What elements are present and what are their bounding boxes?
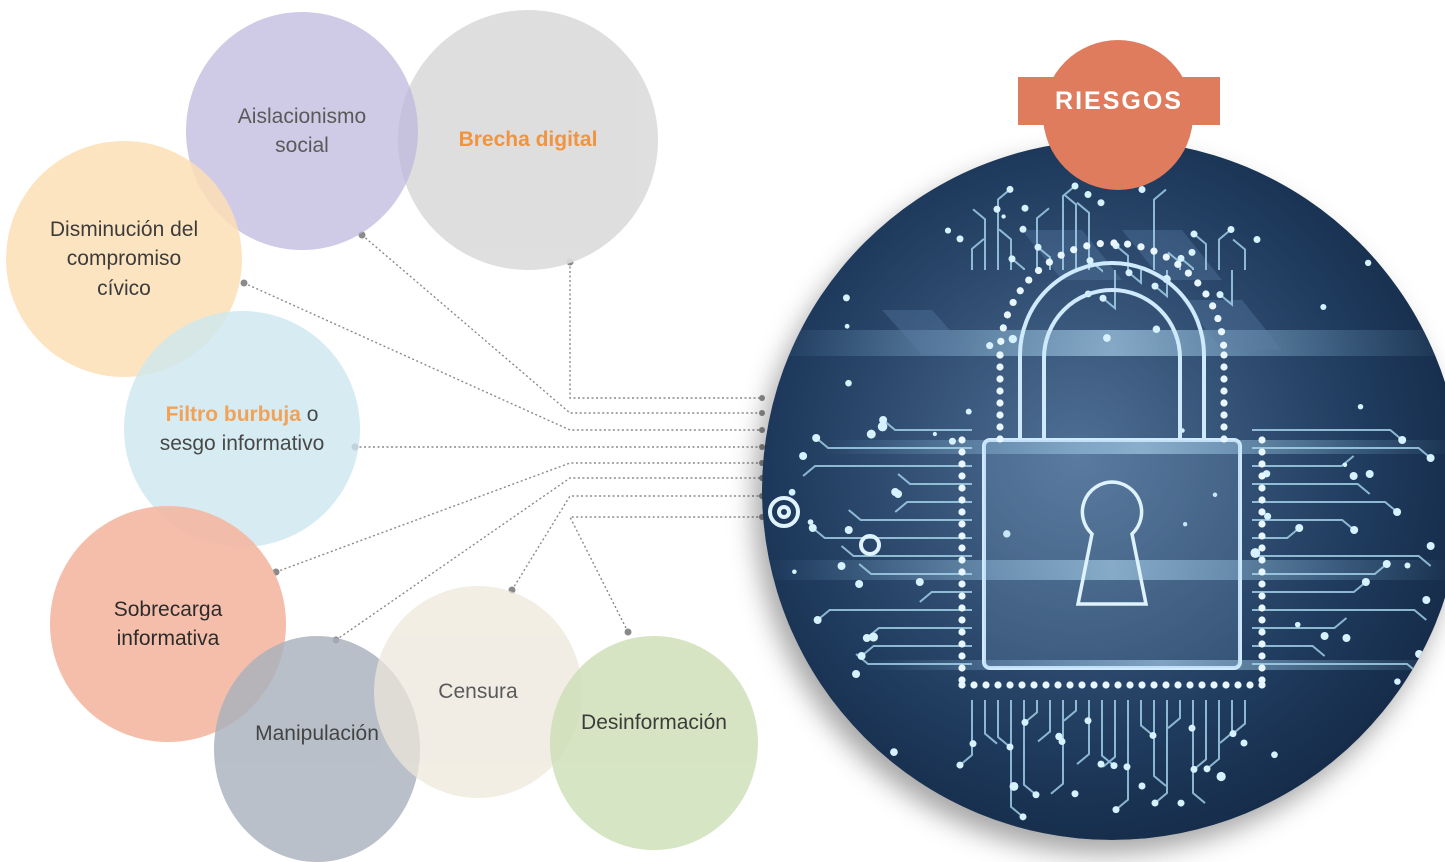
connector-desinformacion bbox=[568, 516, 762, 633]
desinformacion-label: Desinformación bbox=[581, 711, 727, 735]
bubble-desinformacion: Desinformación bbox=[550, 636, 758, 850]
bubble-brecha-digital: Brecha digital bbox=[398, 10, 658, 270]
filtro-highlight: Filtro burbuja bbox=[165, 402, 301, 426]
sobrecarga-line2: informativa bbox=[116, 627, 220, 650]
brecha-digital-label: Brecha digital bbox=[458, 128, 598, 152]
riesgos-label: RIESGOS bbox=[1055, 86, 1183, 115]
disminucion-line2: compromiso bbox=[66, 247, 182, 271]
filtro-rest: o bbox=[300, 402, 319, 426]
disminucion-line3: cívico bbox=[97, 276, 151, 300]
filtro-line2: sesgo informativo bbox=[159, 432, 325, 455]
censura-label: Censura bbox=[438, 680, 518, 704]
padlock-circuit-icon bbox=[762, 140, 1445, 840]
aislacionismo-line1: Aislacionismo bbox=[237, 104, 367, 128]
connector-censura bbox=[511, 495, 762, 591]
bubble-censura: Censura bbox=[374, 586, 582, 798]
riesgos-badge: RIESGOS bbox=[1018, 77, 1220, 125]
aislacionismo-line2: social bbox=[275, 134, 329, 157]
disminucion-line1: Disminución del bbox=[49, 217, 199, 241]
connector-sobrecarga bbox=[275, 462, 762, 573]
security-image-circle bbox=[762, 140, 1445, 846]
manipulacion-label: Manipulación bbox=[255, 722, 379, 746]
connector-brecha bbox=[569, 262, 762, 399]
sobrecarga-line1: Sobrecarga bbox=[113, 597, 223, 621]
